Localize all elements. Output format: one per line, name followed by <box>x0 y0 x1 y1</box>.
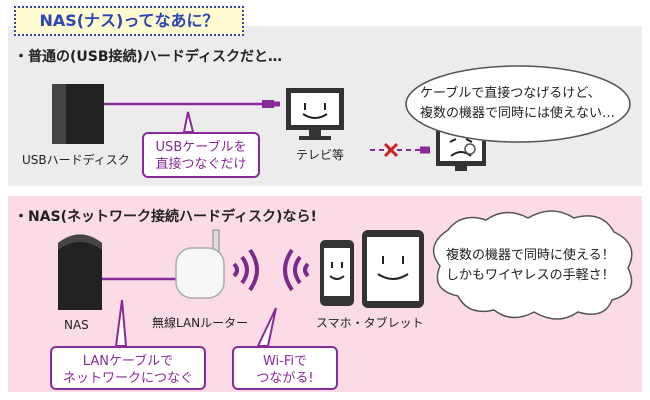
usb-plug-small-icon <box>420 146 430 154</box>
nas-label: NAS <box>64 318 89 332</box>
page-title: NAS(ナス)ってなあに？ <box>14 6 244 36</box>
usb-callout-line1: USBケーブルを <box>155 140 247 155</box>
wifi-waves-left-icon <box>283 248 310 292</box>
wifi-waves-right-icon <box>232 248 259 292</box>
usb-bubble-line1: ケーブルで直接つなげるけど、 <box>420 86 601 101</box>
router-icon <box>175 229 225 299</box>
devices-label: スマホ・タブレット <box>316 316 424 330</box>
nas-bubble-line2: しかもワイヤレスの手軽さ！ <box>446 268 615 283</box>
lan-callout-line2: ネットワークにつなぐ <box>62 371 193 386</box>
tv-label: テレビ等 <box>296 148 345 162</box>
usb-hdd-label: USBハードディスク <box>22 153 130 167</box>
usb-speech-bubble <box>405 65 631 155</box>
nas-bubble-line1: 複数の機器で同時に使える！ <box>446 248 615 263</box>
tablet-icon <box>362 230 424 308</box>
usb-section-heading: ・普通の(USB接続)ハードディスクだと… <box>14 49 282 65</box>
usb-callout-line2: 直接つなぐだけ <box>155 157 247 172</box>
wifi-callout-line1: Wi-Fiで <box>262 354 307 369</box>
nas-section-heading: ・NAS(ネットワーク接続ハードディスク)なら! <box>14 209 317 225</box>
nas-cloud-bubble <box>432 210 633 320</box>
lan-callout: LANケーブルで ネットワークにつなぐ <box>50 346 206 390</box>
tv-icon <box>286 88 344 140</box>
usb-plug-icon <box>262 100 280 108</box>
wifi-callout: Wi-Fiで つながる! <box>232 346 338 390</box>
nas-device-icon <box>58 234 102 310</box>
lan-callout-line1: LANケーブルで <box>82 354 174 369</box>
usb-bubble-line2: 複数の機器で同時には使えない… <box>420 106 616 121</box>
usb-hdd-icon <box>52 84 104 144</box>
cross-icon <box>383 142 399 158</box>
router-label: 無線LANルーター <box>152 316 249 330</box>
usb-callout: USBケーブルを 直接つなぐだけ <box>142 132 260 178</box>
wifi-callout-line2: つながる! <box>256 371 314 386</box>
smartphone-icon <box>320 240 354 306</box>
